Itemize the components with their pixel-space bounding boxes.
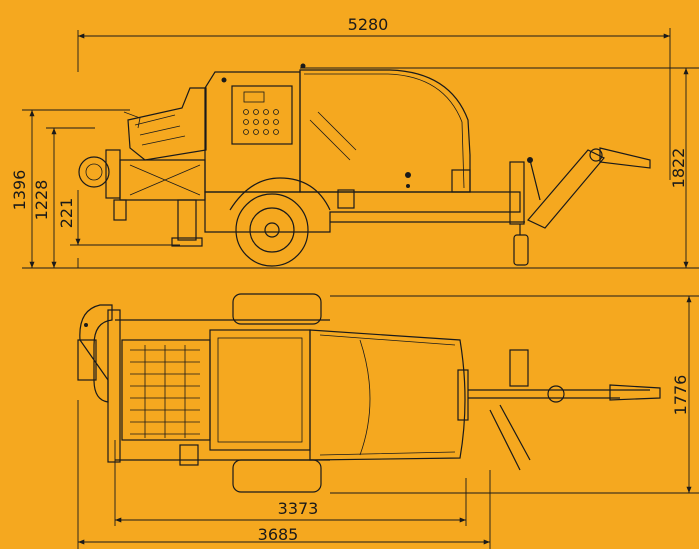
top-hood-edges [319, 334, 456, 456]
wheel-arch [229, 177, 331, 211]
top-hood [309, 329, 466, 461]
label-height-221: 221 [57, 198, 76, 229]
tow-arm-pivot [589, 148, 603, 162]
label-height-1228: 1228 [32, 180, 51, 221]
label-side-height: 1822 [669, 148, 688, 189]
top-wheel-lower [232, 459, 322, 493]
handbrake-lever [529, 159, 541, 201]
hopper-flap [123, 111, 141, 129]
top-view [77, 293, 661, 493]
jockey-post [509, 161, 525, 225]
dimension-lines [22, 28, 699, 549]
top-wheel-upper [232, 293, 322, 325]
hopper [127, 87, 207, 161]
dimension-labels: 5280 1822 1396 1228 221 1776 3373 3685 [10, 15, 690, 544]
label-length-3373: 3373 [278, 499, 319, 518]
wheel-hub [264, 222, 280, 238]
lifting-eye-2 [300, 63, 306, 69]
support-leg [177, 199, 197, 241]
hopper-grid [134, 114, 186, 146]
side-view [78, 63, 651, 267]
chassis-frame [204, 191, 521, 233]
label-width: 1776 [671, 375, 690, 416]
tow-arm [527, 149, 605, 229]
top-hood-curve [359, 339, 371, 456]
top-front-plate [107, 309, 121, 463]
pump-flange-plate [105, 149, 121, 199]
hood-crease-2 [317, 111, 357, 151]
top-outlet-pipe [79, 304, 113, 403]
label-height-1396: 1396 [10, 170, 29, 211]
top-hopper-grid [130, 345, 200, 438]
top-outlet-bolt [84, 323, 88, 327]
outlet-pipe-bore [85, 163, 103, 181]
jockey-wheel [513, 234, 529, 266]
top-coupling-joint [547, 385, 565, 403]
control-display [243, 91, 265, 103]
top-coupling-head [609, 384, 661, 401]
pump-bracing [129, 164, 201, 196]
front-stand [113, 199, 127, 221]
tow-coupling [599, 147, 651, 169]
top-cabinet [209, 329, 311, 451]
lifting-eye [221, 77, 227, 83]
outlet-pipe-flange [78, 156, 110, 188]
rear-step [337, 189, 355, 209]
cabinet-body [204, 71, 301, 193]
top-support-leg [179, 444, 199, 466]
wheel-rim [249, 207, 295, 253]
hood-crease-1 [309, 119, 351, 161]
top-rear-light [457, 369, 469, 421]
top-hopper [121, 339, 211, 441]
control-buttons [243, 109, 279, 135]
wheel-tire [235, 193, 309, 267]
hood-latch-2 [406, 184, 410, 188]
support-leg-foot [171, 237, 203, 247]
control-panel [231, 85, 293, 145]
label-length-3685: 3685 [258, 525, 299, 544]
hood-latch [405, 172, 411, 178]
hood-inner-line [304, 73, 465, 189]
top-jockey [509, 349, 529, 387]
top-cabinet-inner [217, 337, 303, 443]
top-outlet-clamp [77, 339, 97, 381]
hood-shell [299, 69, 471, 193]
top-brake-cable [489, 404, 531, 471]
rear-light [451, 169, 471, 193]
label-overall-length: 5280 [348, 15, 389, 34]
